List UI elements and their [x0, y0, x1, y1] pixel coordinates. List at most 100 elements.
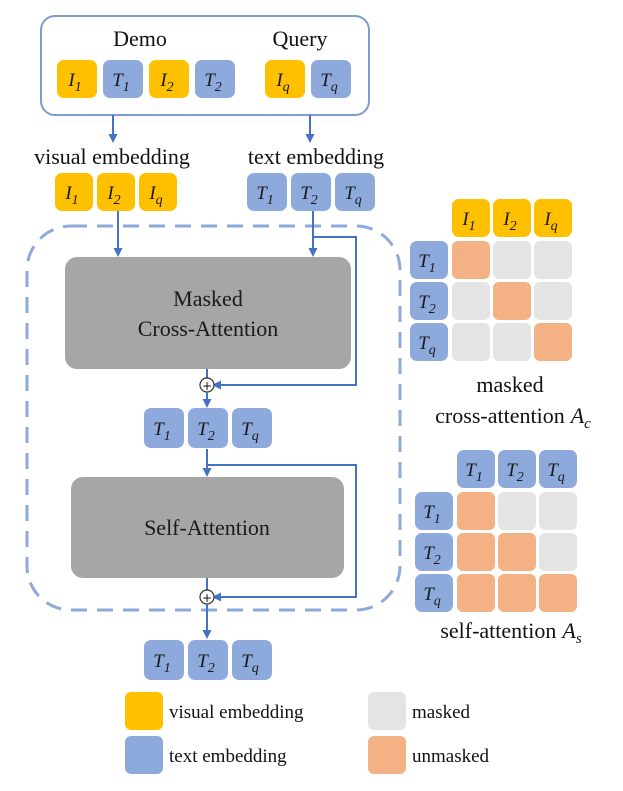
mid-token-0-label: T1: [153, 419, 171, 444]
demo-token-3: T2: [195, 60, 235, 98]
cross-col-0-box: [452, 199, 490, 237]
cross-col-0-label: I1: [461, 209, 475, 234]
cross-row-1-label: T2: [418, 292, 436, 317]
self-row-2-label: Tq: [423, 584, 441, 609]
cross-cell-0-0: [452, 241, 490, 279]
demo-token-2-label: I2: [159, 70, 173, 95]
demo-tokens: I1 T1 I2 T2: [57, 60, 235, 98]
text-embedding-label: text embedding: [248, 144, 384, 169]
text-emb-token-0: T1: [247, 173, 287, 211]
visual-emb-token-2-box: [139, 173, 177, 211]
mid-token-1-label: T2: [197, 419, 215, 444]
self-cell-0-0: [457, 492, 495, 530]
self-cell-0-2: [539, 492, 577, 530]
visual-emb-token-2-label: Iq: [148, 183, 162, 208]
demo-token-0-label: I1: [67, 70, 81, 95]
text-embedding-tokens: T1 T2 Tq: [247, 173, 375, 211]
self-row-1: T2: [415, 533, 453, 571]
demo-token-2: I2: [149, 60, 189, 98]
self-col-2-box: [539, 450, 577, 488]
cross-cell-2-0: [452, 323, 490, 361]
cross-row-1: T2: [410, 282, 448, 320]
self-attention-label: Self-Attention: [144, 515, 270, 540]
cross-row-1-box: [410, 282, 448, 320]
mid-token-1: T2: [188, 408, 228, 448]
visual-emb-token-1-label: I2: [106, 183, 120, 208]
query-token-1-label: Tq: [320, 70, 338, 95]
demo-token-1-label: T1: [112, 70, 130, 95]
cross-cell-2-1: [493, 323, 531, 361]
residual-path-2: [207, 464, 357, 602]
add-symbol-1: +: [202, 379, 212, 393]
self-col-1: T2: [498, 450, 536, 488]
query-tokens: Iq Tq: [265, 60, 351, 98]
cross-col-0: I1: [452, 199, 490, 237]
cross-cell-1-1: [493, 282, 531, 320]
text-emb-token-1-label: T2: [300, 183, 318, 208]
query-token-1: Tq: [311, 60, 351, 98]
demo-token-3-label: T2: [204, 70, 222, 95]
demo-token-1: T1: [103, 60, 143, 98]
demo-token-3-box: [195, 60, 235, 98]
demo-token-0: I1: [57, 60, 97, 98]
visual-emb-token-1-box: [97, 173, 135, 211]
self-row-2: Tq: [415, 574, 453, 612]
cross-col-2: Iq: [534, 199, 572, 237]
query-token-0-label: Iq: [275, 70, 289, 95]
self-row-1-label: T2: [423, 543, 441, 568]
cross-cell-1-2: [534, 282, 572, 320]
query-token-0-box: [265, 60, 305, 98]
self-cell-2-2: [539, 574, 577, 612]
self-caption-sub: s: [576, 631, 582, 647]
text-emb-token-2-box: [335, 173, 375, 211]
out-token-0-label: T1: [153, 651, 171, 676]
self-col-1-box: [498, 450, 536, 488]
query-token-0: Iq: [265, 60, 305, 98]
demo-token-2-box: [149, 60, 189, 98]
cross-col-1: I2: [493, 199, 531, 237]
self-caption-symbol: A: [560, 618, 576, 643]
cross-col-1-label: I2: [502, 209, 516, 234]
cross-row-0-label: T1: [418, 251, 436, 276]
visual-emb-token-2: Iq: [139, 173, 177, 211]
self-cell-1-2: [539, 533, 577, 571]
cross-row-2: Tq: [410, 323, 448, 361]
self-cell-2-0: [457, 574, 495, 612]
self-col-1-label: T2: [506, 460, 524, 485]
visual-emb-token-1: I2: [97, 173, 135, 211]
cross-row-2-label: Tq: [418, 333, 436, 358]
text-emb-token-1-box: [291, 173, 331, 211]
self-col-0-label: T1: [465, 460, 483, 485]
out-token-0: T1: [144, 640, 184, 680]
mid-token-2-label: Tq: [241, 419, 259, 444]
self-col-0-box: [457, 450, 495, 488]
cross-col-1-box: [493, 199, 531, 237]
mid-token-2-box: [232, 408, 272, 448]
legend-label-unmasked: unmasked: [412, 746, 490, 767]
self-cell-1-0: [457, 533, 495, 571]
cross-cell-0-1: [493, 241, 531, 279]
query-token-1-box: [311, 60, 351, 98]
cross-row-2-box: [410, 323, 448, 361]
mid-token-1-box: [188, 408, 228, 448]
self-cell-0-1: [498, 492, 536, 530]
legend-label-masked: masked: [412, 702, 471, 723]
cross-row-0-box: [410, 241, 448, 279]
text-emb-token-2-label: Tq: [344, 183, 362, 208]
cross-attention-line2: Cross-Attention: [138, 316, 279, 341]
self-row-2-box: [415, 574, 453, 612]
self-attention-block: [71, 477, 344, 578]
self-col-0: T1: [457, 450, 495, 488]
cross-cell-2-2: [534, 323, 572, 361]
self-row-1-box: [415, 533, 453, 571]
add-symbol-2: +: [202, 591, 212, 605]
out-token-2: Tq: [232, 640, 272, 680]
mid-token-0-box: [144, 408, 184, 448]
self-row-0-label: T1: [423, 502, 441, 527]
